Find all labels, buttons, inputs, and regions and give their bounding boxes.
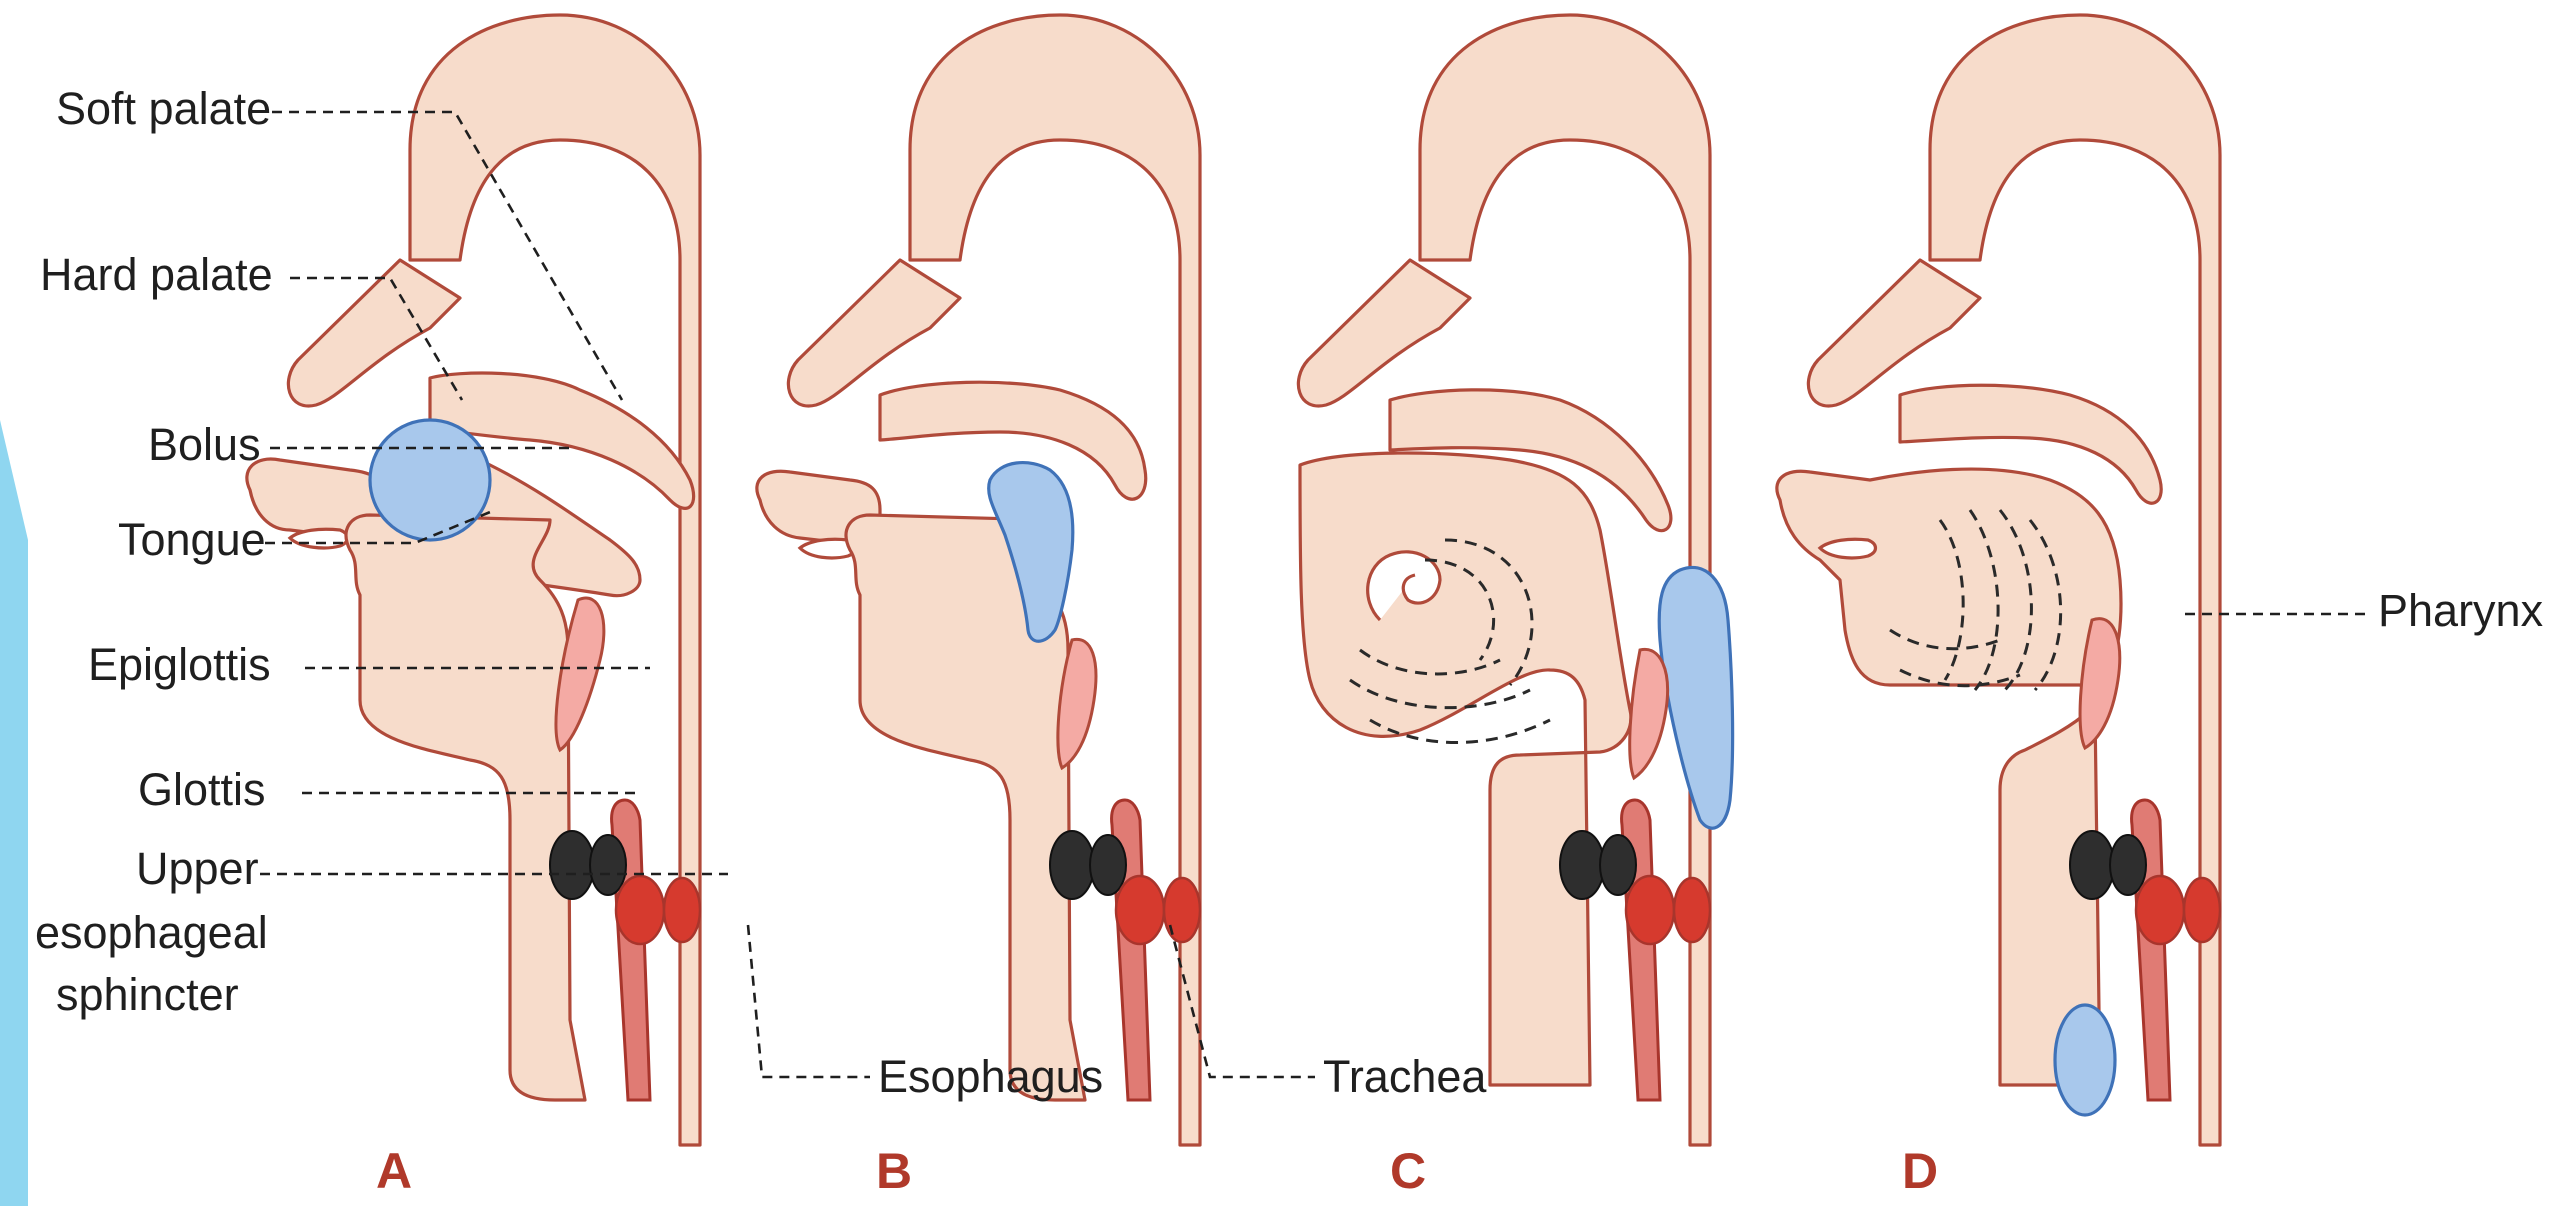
leader-esophagus [748,925,870,1077]
panel-b [757,15,1200,1145]
panel-letter-c: C [1390,1143,1426,1199]
label-tongue: Tongue [118,514,266,565]
accent-strip [0,420,28,1206]
label-trachea: Trachea [1323,1051,1487,1102]
label-ues-line1: Upper [136,843,259,894]
bolus-a [370,420,490,540]
label-hard-palate: Hard palate [40,249,273,300]
label-soft-palate: Soft palate [56,83,271,134]
bolus-d [2055,1005,2115,1115]
bolus-c [1659,567,1732,828]
panel-letter-a: A [376,1143,412,1199]
label-glottis: Glottis [138,764,266,815]
panel-letter-b: B [876,1143,912,1199]
label-ues-line3: sphincter [56,969,239,1020]
label-bolus: Bolus [148,419,261,470]
label-epiglottis: Epiglottis [88,639,271,690]
label-ues-line2: esophageal [35,907,268,958]
panel-c [1298,15,1732,1145]
label-pharynx: Pharynx [2378,585,2544,636]
panel-a [247,15,700,1145]
panel-letter-d: D [1902,1143,1938,1199]
label-esophagus: Esophagus [878,1051,1103,1102]
panel-d [1777,15,2220,1145]
